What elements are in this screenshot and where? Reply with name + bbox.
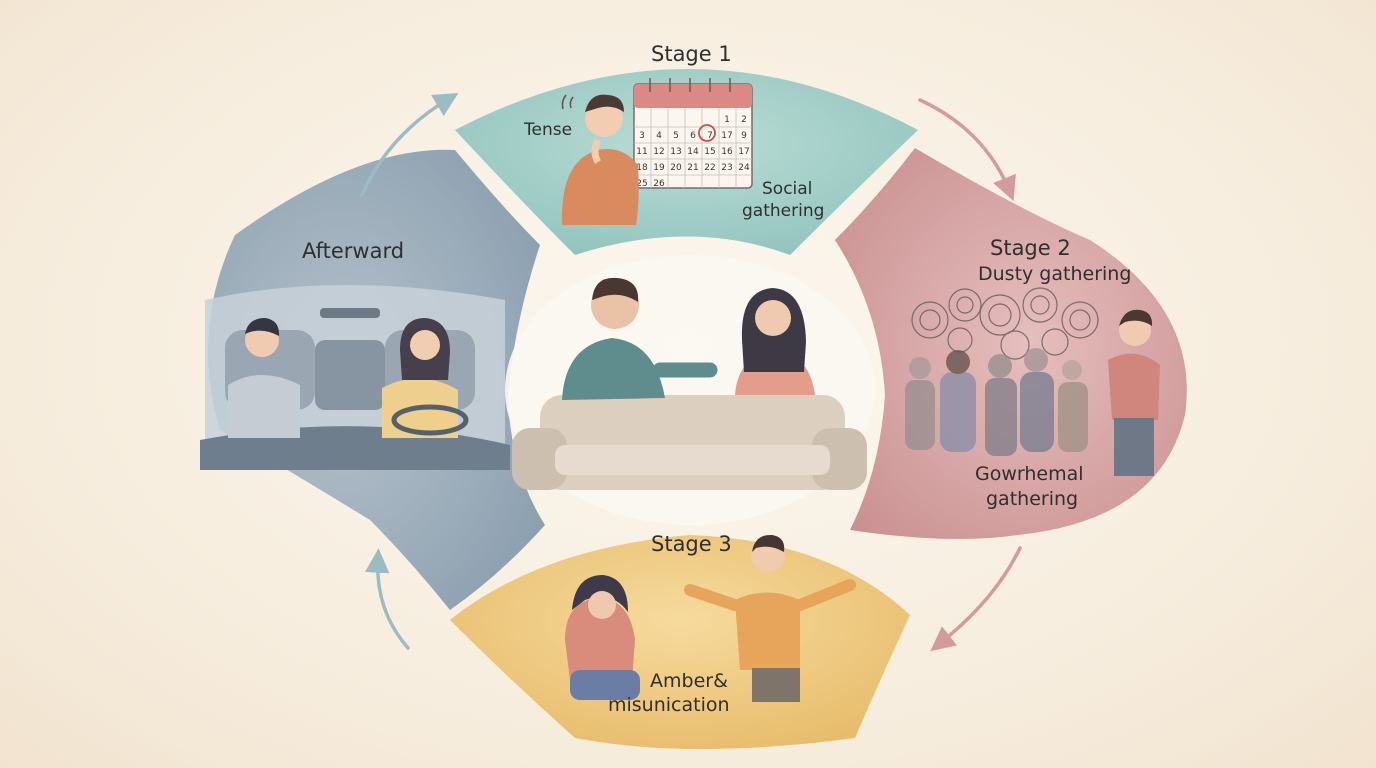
stage2-panel [835, 148, 1187, 539]
calendar-number: 19 [653, 163, 665, 173]
stage1-label-tense: Tense [524, 120, 573, 140]
calendar-number: 23 [721, 163, 732, 173]
tense-person [561, 94, 639, 225]
sad-woman [565, 575, 640, 700]
calendar-number: 22 [704, 163, 715, 173]
gesturing-man [684, 534, 856, 702]
calendar-number: 6 [690, 131, 696, 141]
calendar-number: 26 [653, 179, 665, 189]
stage3-panel [450, 534, 910, 749]
calendar-number: 16 [721, 147, 733, 157]
calendar-number: 11 [636, 147, 647, 157]
cycle-arrows [360, 92, 1022, 652]
stage2-subtitle: Dusty gathering [978, 263, 1132, 285]
arrow-stage1-to-stage2 [918, 98, 1016, 202]
calendar-number: 15 [704, 147, 715, 157]
center-scene [505, 255, 875, 525]
stage1-label-gathering: gathering [742, 201, 825, 221]
standing-man [1108, 309, 1160, 476]
swirl-cloud-icon [911, 287, 1099, 360]
afterward-panel [200, 149, 545, 610]
stage3-title: Stage 3 [651, 532, 732, 556]
stage3-caption-line2: misunication [608, 694, 730, 716]
arrow-stage3-to-afterward [364, 548, 410, 650]
calendar-number: 12 [653, 147, 664, 157]
calendar-number: 13 [670, 147, 681, 157]
arrow-afterward-to-stage1 [360, 92, 459, 197]
afterward-title: Afterward [302, 239, 405, 263]
calendar-number: 25 [636, 179, 647, 189]
calendar-number: 9 [741, 131, 747, 141]
calendar-number: 20 [670, 163, 682, 173]
stage2-caption-line1: Gowrhemal [975, 463, 1084, 485]
calendar-number: 3 [639, 131, 645, 141]
calendar-number: 21 [687, 163, 698, 173]
stage1-title: Stage 1 [651, 42, 732, 66]
calendar-number: 1 [724, 115, 730, 125]
calendar-number: 17 [721, 131, 732, 141]
calendar-number: 7 [707, 131, 713, 141]
car-passenger-man [228, 318, 300, 438]
listening-woman [735, 288, 815, 395]
stage2-caption-line2: gathering [986, 488, 1079, 510]
arrow-stage2-to-stage3 [930, 546, 1022, 652]
stage1-label-social: Social [762, 179, 813, 199]
calendar-number: 2 [741, 115, 747, 125]
calendar-number: 17 [738, 147, 749, 157]
stage2-title: Stage 2 [990, 236, 1071, 260]
calendar-number: 4 [656, 131, 662, 141]
couch-icon [512, 395, 867, 490]
talking-man [562, 277, 718, 400]
calendar-number: 18 [636, 163, 648, 173]
calendar-number: 5 [673, 131, 679, 141]
stage3-caption-line1: Amber& [650, 670, 728, 692]
car-driver-woman [382, 318, 469, 438]
crowd-group [905, 348, 1088, 456]
calendar-number: 14 [687, 147, 699, 157]
calendar-number: 24 [738, 163, 750, 173]
calendar-marked-date [698, 124, 716, 142]
